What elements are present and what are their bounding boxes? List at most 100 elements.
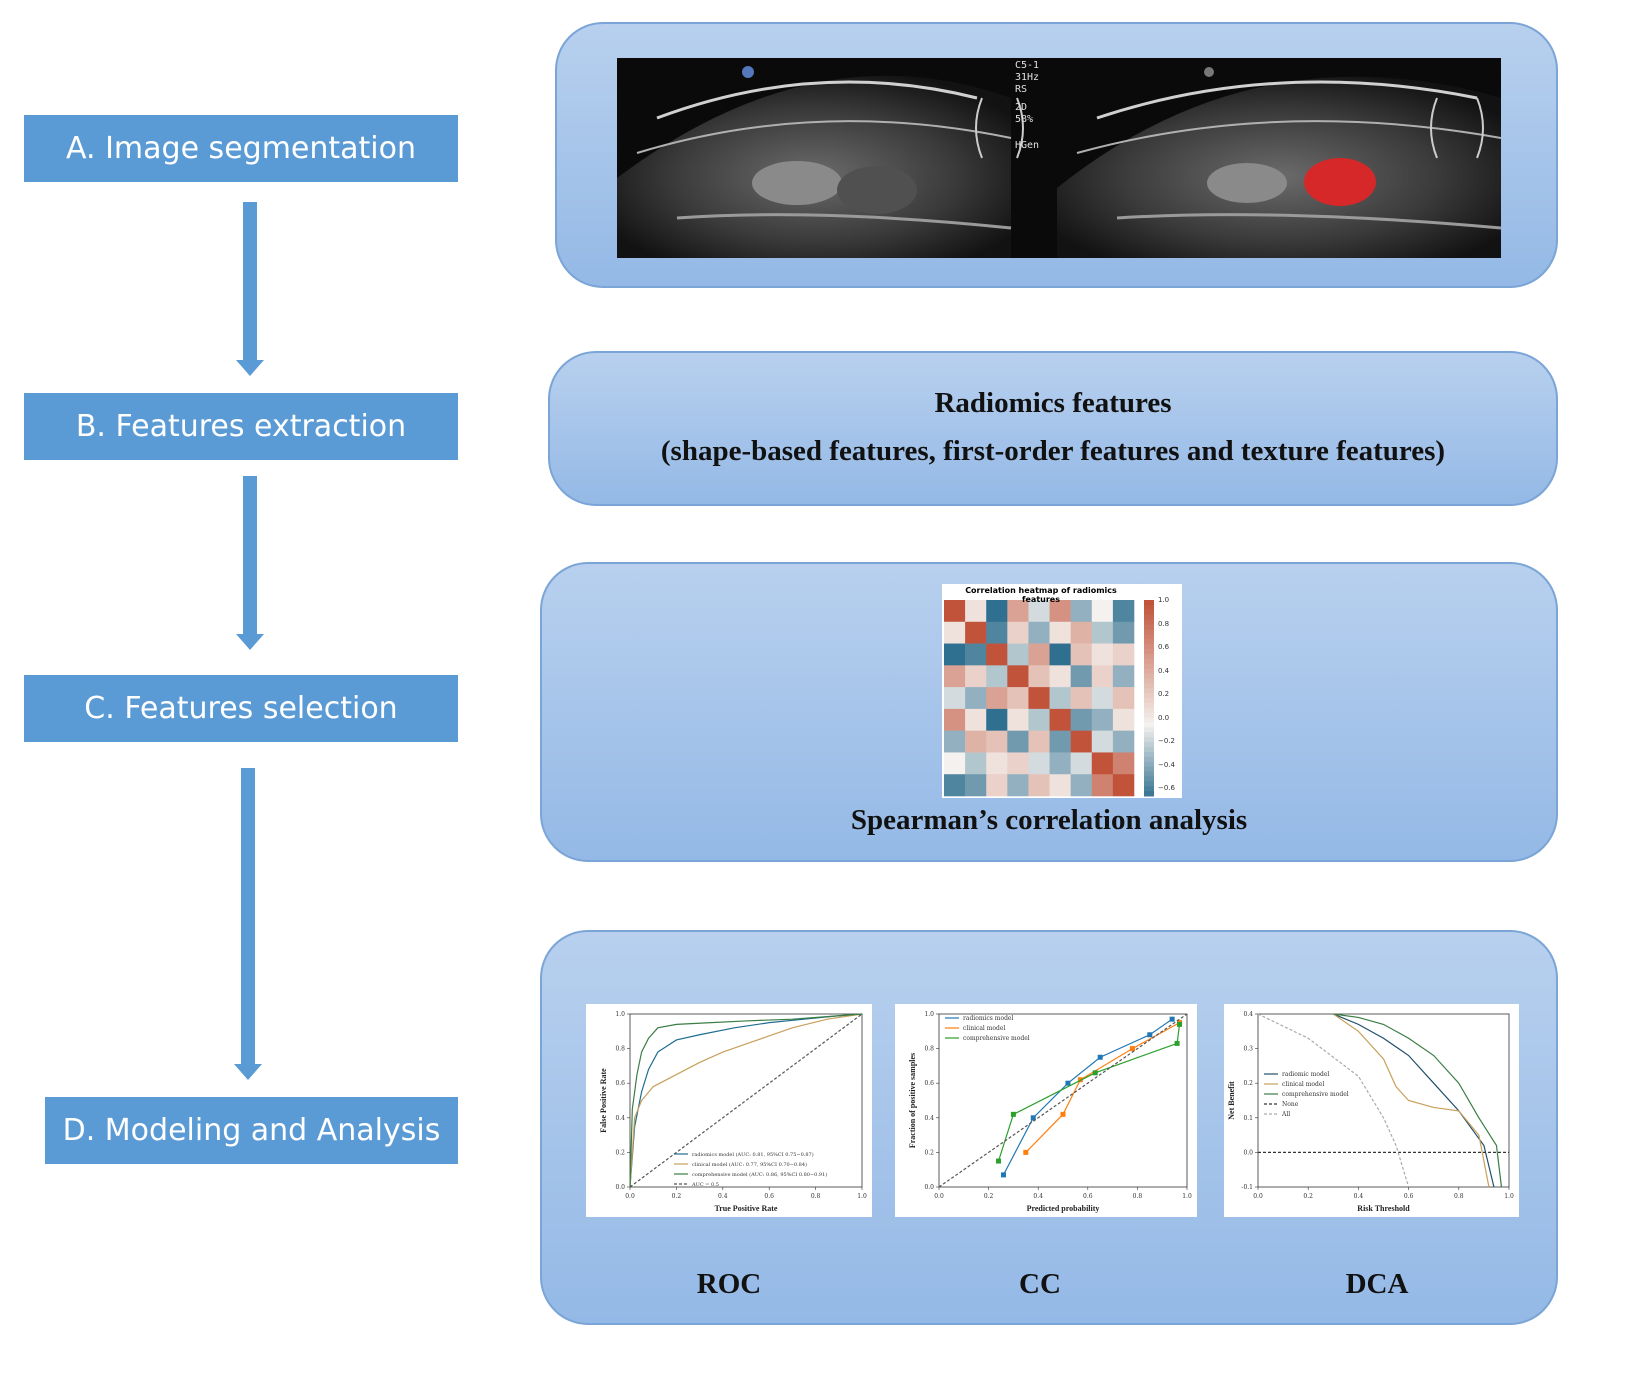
arrow-down-2: [236, 476, 264, 650]
heatmap-cell: [986, 730, 1008, 753]
segmentation-mask: [1304, 158, 1376, 206]
heatmap-cell: [1028, 730, 1050, 753]
heatmap-cell: [1049, 708, 1071, 731]
ultrasound-image: C5-1 31Hz RS 2D 58% HGen: [617, 58, 1501, 258]
colorbar-segment: [1144, 707, 1154, 714]
colorbar-tick-label: 0.0: [1158, 713, 1170, 722]
heatmap-cell: [1091, 600, 1114, 623]
colorbar-tick-label: −0.4: [1158, 760, 1175, 769]
series-marker: [1129, 1046, 1135, 1052]
x-tick-label: 0.4: [1033, 1193, 1043, 1200]
heatmap-cell: [1091, 752, 1114, 775]
series-marker: [1174, 1040, 1180, 1046]
legend-label: radiomics model: [963, 1015, 1013, 1022]
heatmap-cell: [965, 708, 987, 731]
colorbar-segment: [1144, 786, 1154, 792]
colorbar-segment: [1144, 742, 1154, 748]
series-marker: [1092, 1070, 1098, 1076]
legend-label: comprehensive model (AUC: 0.86, 95%CI 0.…: [692, 1171, 827, 1178]
heatmap-cell: [1112, 730, 1135, 753]
colorbar-segment: [1144, 604, 1154, 611]
colorbar-segment: [1144, 747, 1154, 753]
x-tick-label: 1.0: [1504, 1193, 1514, 1200]
plot-frame: [1257, 1013, 1510, 1188]
colorbar-tick-label: 0.8: [1158, 619, 1170, 628]
colorbar-segment: [1144, 737, 1154, 743]
legend-label: comprehensive model: [1282, 1091, 1349, 1098]
heatmap-cell: [1070, 687, 1093, 710]
y-tick-label: 0.0: [615, 1184, 625, 1191]
colorbar-segment: [1144, 712, 1154, 719]
heatmap-cell: [1070, 730, 1093, 753]
series-marker: [1010, 1111, 1016, 1117]
heatmap-cell: [944, 643, 966, 666]
colorbar-segment: [1144, 776, 1154, 782]
heatmap-cell: [1112, 621, 1135, 644]
heatmap-cell: [965, 621, 987, 644]
colorbar-segment: [1144, 644, 1154, 650]
heatmap-chart: [944, 600, 1154, 797]
heatmap-cell: [1028, 600, 1050, 623]
heatmap-cell: [986, 752, 1008, 775]
heatmap-cell: [1007, 730, 1029, 753]
heatmap-cell: [1028, 687, 1050, 710]
series-line: [1025, 1022, 1180, 1153]
heatmap-cell: [1007, 665, 1029, 688]
probe-icon: [742, 66, 754, 78]
step-modeling-and-analysis: D. Modeling and Analysis: [45, 1097, 458, 1164]
series-line: [1333, 1013, 1503, 1188]
heatmap-cell: [1007, 600, 1029, 623]
series-line: [629, 1013, 863, 1188]
plot-frame: [938, 1013, 1188, 1188]
colorbar-segment: [1144, 771, 1154, 777]
panel-image-segmentation: C5-1 31Hz RS 2D 58% HGen: [555, 22, 1558, 288]
colorbar-segment: [1144, 619, 1154, 625]
colorbar-segment: [1144, 609, 1154, 616]
heatmap-cell: [986, 600, 1008, 623]
heatmap-cell: [944, 665, 966, 688]
x-axis-label: Predicted probability: [1027, 1204, 1100, 1213]
heatmap-cell: [1112, 643, 1135, 666]
y-tick-label: 0.2: [615, 1149, 625, 1156]
heatmap-cell: [1028, 774, 1050, 797]
heatmap-cell: [1091, 621, 1114, 644]
colorbar-tick-label: 0.2: [1158, 690, 1170, 698]
heatmap-cell: [965, 665, 987, 688]
heatmap-cell: [1091, 730, 1114, 753]
y-tick-label: 0.2: [924, 1149, 934, 1156]
heatmap-cell: [986, 708, 1008, 731]
plot-frame: [629, 1013, 863, 1188]
heatmap-cell: [1007, 708, 1029, 731]
step-label: C. Features selection: [84, 691, 398, 726]
heatmap-cell: [1049, 665, 1071, 688]
heatmap-cell: [944, 752, 966, 775]
series-line: [1333, 1013, 1495, 1188]
heatmap-cell: [1112, 687, 1135, 710]
heatmap-cell: [944, 687, 966, 710]
heatmap-cell: [1091, 774, 1114, 797]
x-tick-label: 0.4: [718, 1193, 728, 1200]
colorbar-segment: [1144, 693, 1154, 699]
colorbar-segment: [1144, 751, 1154, 758]
legend-label: AUC = 0.5: [691, 1182, 719, 1188]
colorbar-segment: [1144, 766, 1154, 772]
colorbar-segment: [1144, 683, 1154, 689]
legend-label: radiomics model (AUC: 0.81, 95%CI 0.75−0…: [692, 1151, 814, 1158]
x-tick-label: 0.6: [764, 1193, 774, 1200]
step-label: B. Features extraction: [75, 409, 407, 444]
legend-label: radiomic model: [1282, 1071, 1329, 1078]
colorbar-tick-label: 0.6: [1158, 643, 1170, 651]
heatmap-cell: [944, 730, 966, 753]
colorbar-segment: [1144, 761, 1154, 768]
y-axis-label: False Positive Rate: [599, 1068, 608, 1133]
legend-label: All: [1281, 1111, 1290, 1118]
roc-label: ROC: [696, 1268, 762, 1300]
heatmap-cell: [1007, 774, 1029, 797]
radiomics-title: Radiomics features: [934, 387, 1172, 419]
series-marker: [1023, 1149, 1029, 1155]
heatmap-cell: [1028, 708, 1050, 731]
legend-label: clinical model: [1282, 1081, 1324, 1088]
colorbar-segment: [1144, 614, 1154, 621]
